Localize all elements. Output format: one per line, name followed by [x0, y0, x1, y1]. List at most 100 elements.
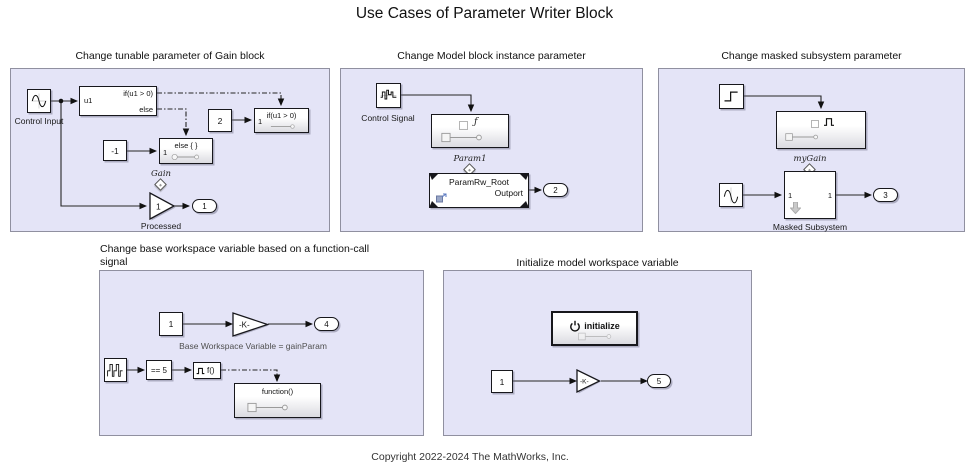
panel4-caption: Change base workspace variable based on … — [100, 243, 370, 268]
sine-wave-icon — [723, 187, 739, 204]
slider-preview-icon — [577, 332, 611, 341]
outport-2[interactable]: 2 — [543, 183, 568, 197]
constant-value: 1 — [168, 319, 174, 329]
model-badge-icon — [436, 193, 447, 203]
function-call-glyph-icon: ƒ — [474, 116, 478, 127]
outport-1[interactable]: 1 — [192, 199, 217, 213]
panel-change-base-workspace: 1 -K- 4 Base Workspace Variable = gainPa… — [99, 270, 424, 436]
function-subsystem-label: function() — [261, 387, 294, 396]
masked-subsystem-label: Masked Subsystem — [772, 222, 848, 232]
outport-3[interactable]: 3 — [873, 188, 898, 202]
constant-value: 2 — [217, 115, 223, 126]
panel3-caption: Change masked subsystem parameter — [721, 50, 902, 62]
if-input-label: u1 — [84, 96, 93, 105]
control-signal-source-block[interactable] — [376, 83, 401, 108]
panel-change-masked-subsystem: myGain 1 1 Masked Subsystem 3 — [658, 68, 965, 232]
constant-block-1[interactable]: 1 — [159, 312, 183, 336]
param-writer-subsystem[interactable] — [776, 111, 866, 149]
stair-sequence-icon — [107, 364, 123, 377]
gain-block[interactable]: 1 — [149, 192, 176, 221]
slider-preview-icon — [270, 124, 295, 129]
model-block-paramrw-root[interactable]: ParamRw_Root Outport — [429, 173, 529, 208]
panel-initialize-model-workspace: initialize 1 -K- 5 — [443, 270, 752, 436]
mygain-label: myGain — [793, 154, 827, 164]
if-action-inport-label: 1 — [258, 117, 263, 126]
stair-sequence-source-block[interactable] — [104, 358, 127, 382]
gain-text: -K- — [239, 321, 250, 330]
model-corner-icon — [429, 198, 439, 208]
panel2-caption: Change Model block instance parameter — [397, 50, 586, 62]
model-corner-icon — [519, 173, 529, 183]
outport-number: 2 — [553, 185, 558, 195]
if-output-if-label: if(u1 > 0) — [123, 89, 153, 98]
slider-preview-icon — [785, 133, 818, 141]
gain-block-label: Processed — [140, 221, 182, 231]
copyright-text: Copyright 2022-2024 The MathWorks, Inc. — [371, 451, 569, 463]
constant-value: 1 — [499, 376, 505, 387]
outport-number: 4 — [324, 319, 329, 329]
constant-block-neg1[interactable]: -1 — [103, 140, 127, 161]
gain-block[interactable]: -K- — [232, 312, 270, 338]
sine-source-block[interactable] — [719, 183, 743, 207]
gain-text: -K- — [580, 379, 589, 386]
model-corner-icon — [429, 173, 439, 183]
else-action-label: else { } — [174, 141, 198, 150]
compare-to-constant-block[interactable]: == 5 — [146, 360, 172, 380]
param-writer-subsystem[interactable]: ƒ — [431, 114, 509, 148]
base-workspace-note: Base Workspace Variable = gainParam — [179, 341, 327, 351]
else-action-inport-label: 1 — [163, 148, 168, 157]
compare-label: == 5 — [150, 365, 167, 375]
slider-preview-icon — [441, 132, 482, 143]
initialize-subsystem[interactable]: initialize — [551, 311, 638, 346]
pulse-icon — [196, 367, 205, 375]
sine-source-block[interactable] — [27, 89, 51, 113]
power-icon — [570, 320, 581, 332]
model-outport-label: Outport — [494, 188, 523, 198]
outport-5[interactable]: 5 — [647, 374, 671, 388]
outport-number: 5 — [656, 376, 662, 386]
constant-block-2[interactable]: 2 — [208, 109, 232, 132]
source-block-label: Control Input — [14, 116, 64, 126]
step-source-block[interactable] — [719, 84, 744, 109]
masked-outport-label: 1 — [827, 191, 832, 200]
constant-block-1[interactable]: 1 — [491, 370, 513, 393]
masked-inport-label: 1 — [788, 191, 793, 200]
outport-4[interactable]: 4 — [314, 317, 339, 331]
panel1-caption: Change tunable parameter of Gain block — [75, 50, 265, 62]
event-square-icon — [459, 121, 468, 130]
slider-preview-icon — [247, 402, 288, 413]
gain-param-label: Gain — [150, 169, 172, 179]
event-square-icon — [811, 120, 819, 128]
function-call-subsystem[interactable]: function() — [234, 383, 321, 418]
slider-preview-icon — [171, 154, 199, 160]
panel-change-model-instance: Control Signal ƒ Param1 ParamRw_Root Out… — [340, 68, 643, 232]
if-block[interactable]: u1 if(u1 > 0) else — [79, 86, 157, 116]
page-title: Use Cases of Parameter Writer Block — [355, 5, 614, 22]
initialize-label: initialize — [584, 321, 620, 331]
param1-label: Param1 — [453, 154, 487, 164]
function-call-generator-block[interactable]: f() — [193, 362, 221, 379]
if-action-subsystem[interactable]: if(u1 > 0) 1 — [254, 108, 309, 133]
gain-block[interactable]: -K- — [576, 369, 602, 394]
if-action-label: if(u1 > 0) — [266, 111, 297, 120]
model-corner-icon — [519, 198, 529, 208]
down-arrow-icon — [790, 202, 801, 214]
if-output-else-label: else — [139, 105, 153, 114]
noisy-signal-icon — [380, 89, 397, 100]
panel5-caption: Initialize model workspace variable — [516, 257, 679, 269]
pulse-icon — [824, 118, 834, 126]
gain-value: 1 — [156, 202, 161, 212]
source-block-label: Control Signal — [361, 113, 415, 123]
panel-change-tunable-gain: Control Input u1 if(u1 > 0) else 2 if(u1… — [10, 68, 330, 232]
fcall-label: f() — [207, 366, 215, 375]
model-block-name: ParamRw_Root — [449, 177, 509, 187]
constant-value: -1 — [111, 145, 119, 156]
masked-subsystem-block[interactable]: 1 1 — [784, 171, 836, 219]
outport-number: 1 — [202, 201, 207, 211]
sine-wave-icon — [31, 93, 47, 109]
param-writer-diamond-icon[interactable] — [154, 178, 167, 191]
outport-number: 3 — [883, 190, 888, 200]
else-action-subsystem[interactable]: else { } 1 — [159, 138, 213, 164]
step-icon — [724, 91, 738, 102]
